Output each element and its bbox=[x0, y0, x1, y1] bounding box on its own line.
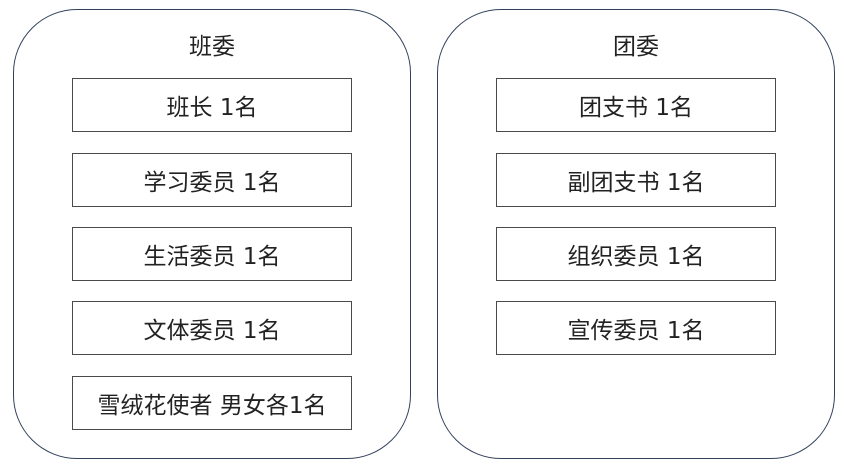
role-monitor: 班长 1名 bbox=[72, 78, 352, 132]
role-life-committee: 生活委员 1名 bbox=[72, 227, 352, 281]
league-committee-group: 团委 团支书 1名 副团支书 1名 组织委员 1名 宣传委员 1名 bbox=[437, 9, 835, 459]
role-league-secretary: 团支书 1名 bbox=[496, 78, 776, 132]
role-publicity-committee: 宣传委员 1名 bbox=[496, 301, 776, 355]
role-edelweiss-envoy: 雪绒花使者 男女各1名 bbox=[72, 376, 352, 430]
class-committee-group: 班委 班长 1名 学习委员 1名 生活委员 1名 文体委员 1名 雪绒花使者 男… bbox=[13, 9, 411, 459]
role-arts-sports-committee: 文体委员 1名 bbox=[72, 301, 352, 355]
class-committee-title: 班委 bbox=[189, 34, 235, 60]
role-study-committee: 学习委员 1名 bbox=[72, 153, 352, 207]
league-committee-title: 团委 bbox=[613, 34, 659, 60]
role-deputy-league-secretary: 副团支书 1名 bbox=[496, 153, 776, 207]
role-organization-committee: 组织委员 1名 bbox=[496, 227, 776, 281]
